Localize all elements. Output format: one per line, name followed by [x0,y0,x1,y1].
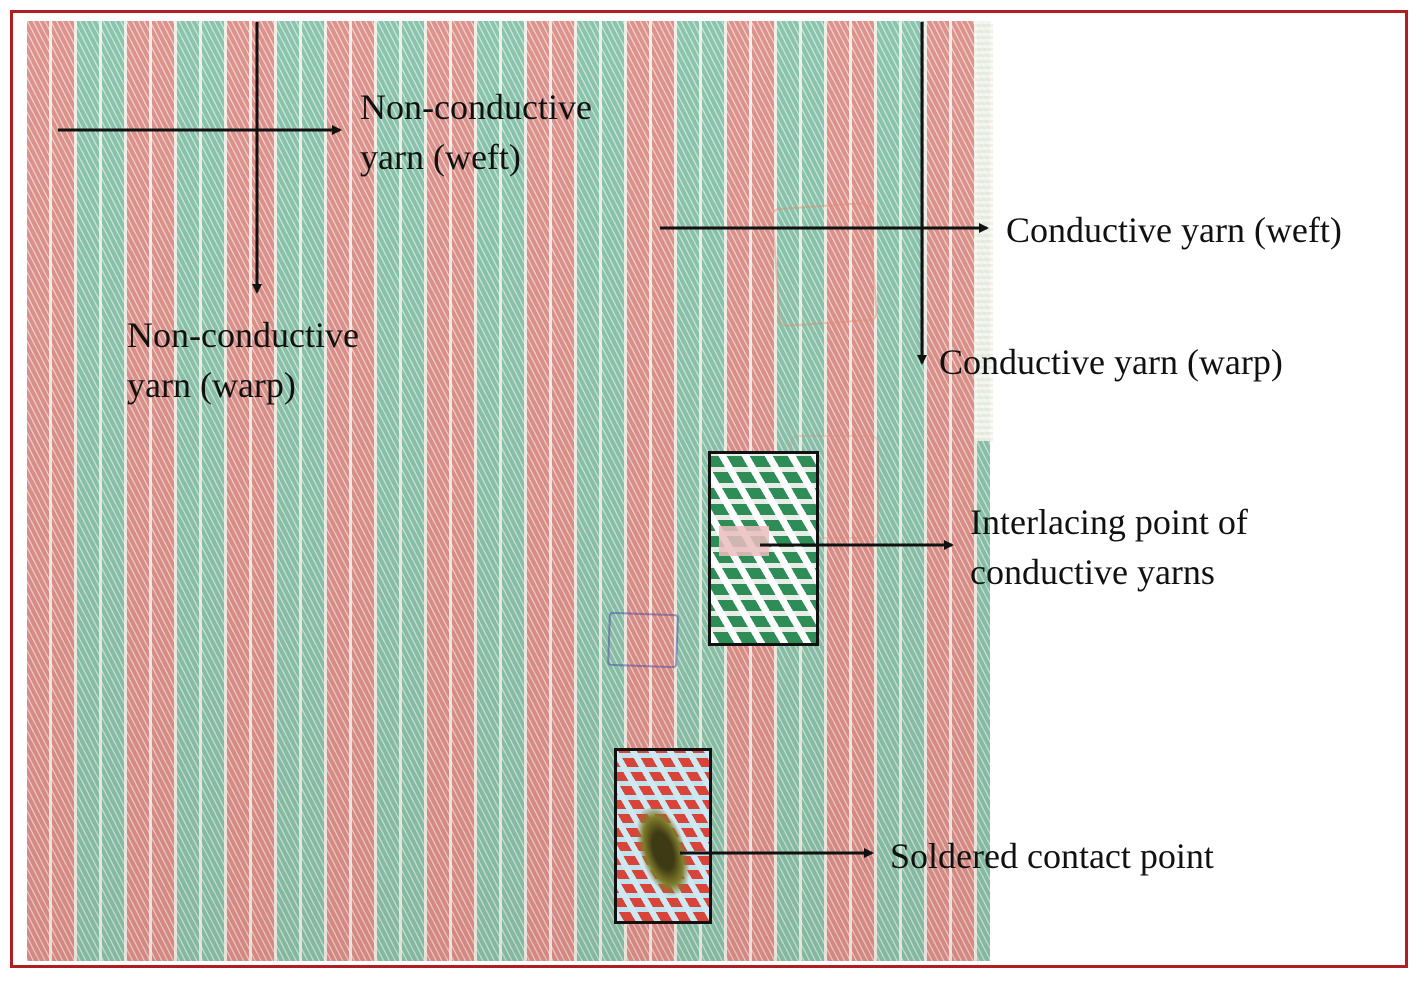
label-line: Interlacing point of [970,502,1248,542]
interlacing-point-label: Interlacing point of conductive yarns [970,497,1248,597]
conductive-warp-label: Conductive yarn (warp) [939,342,1283,382]
interlacing-point-closeup [708,451,819,646]
striped-fabric-photo [27,21,990,961]
label-line: Non-conductive [360,87,592,127]
label-line: yarn (weft) [360,137,521,177]
non-conductive-warp-label: Non-conductive yarn (warp) [127,310,359,410]
non-conductive-weft-label: Non-conductive yarn (weft) [360,82,592,182]
interlacing-highlight [719,526,769,556]
label-line: Non-conductive [127,315,359,355]
soldered-contact-label: Soldered contact point [890,836,1214,876]
conductive-weft-label: Conductive yarn (weft) [1006,210,1342,250]
soldered-contact-closeup [614,748,712,924]
label-line: yarn (warp) [127,365,296,405]
label-line: conductive yarns [970,552,1215,592]
